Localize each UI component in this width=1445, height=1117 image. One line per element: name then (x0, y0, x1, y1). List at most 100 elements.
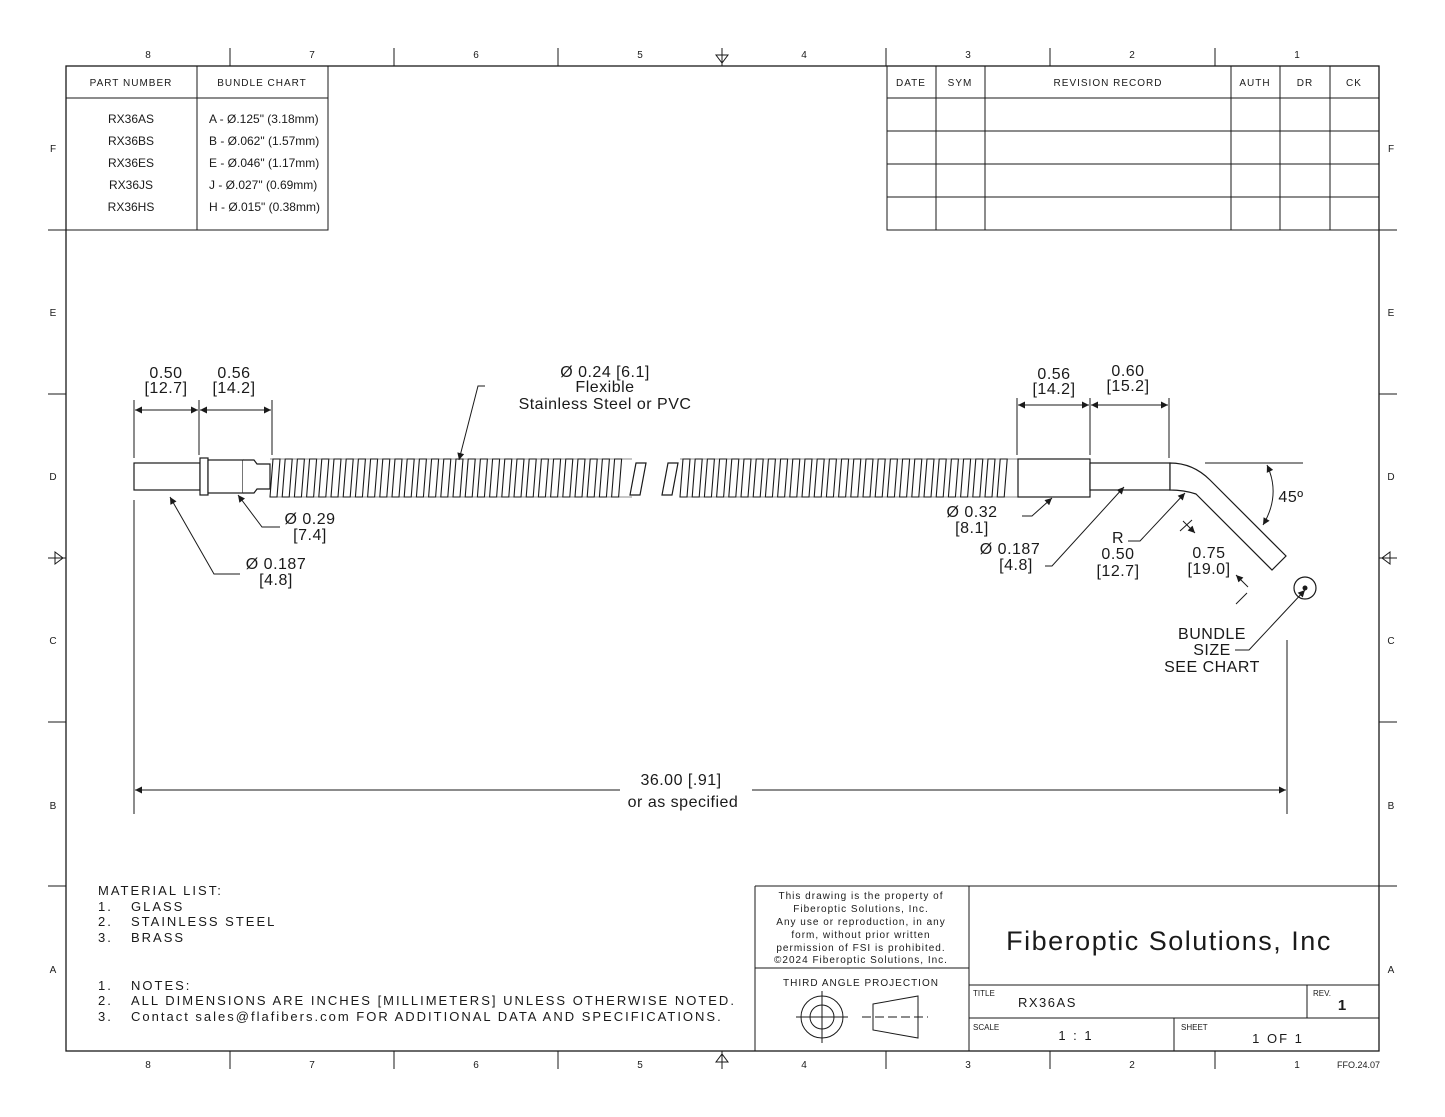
notes-list: 1. NOTES: 2. ALL DIMENSIONS ARE INCHES [… (98, 978, 736, 1024)
overall-length: 36.00 [.91] (640, 772, 721, 789)
zone-col-label: 2 (1129, 50, 1135, 61)
zone-row-label: F (1388, 144, 1394, 155)
left-ferrule-body (207, 459, 244, 494)
zone-row-label: A (1388, 965, 1395, 976)
material-list: MATERIAL LIST: 1. GLASS 2. STAINLESS STE… (98, 883, 276, 945)
tip-length-mm: [19.0] (1187, 561, 1230, 578)
tube-coil (703, 458, 715, 498)
bundle-note-2: SIZE (1193, 642, 1231, 659)
tube-coil (972, 458, 984, 498)
tube-coil (367, 458, 379, 498)
dim-0-56-mm: [14.2] (212, 380, 255, 397)
bundle-end-center (1302, 585, 1308, 591)
dim-0-56-in: 0.56 (217, 365, 250, 382)
material-item-text: STAINLESS STEEL (131, 914, 276, 929)
tube-coil (476, 458, 488, 498)
zone-row-label: C (1387, 636, 1394, 647)
zone-row-label: E (50, 308, 57, 319)
tube-coil (513, 458, 525, 498)
property-notice-line: ©2024 Fiberoptic Solutions, Inc. (774, 955, 948, 966)
tube-coil (598, 458, 610, 498)
property-notice-line: form, without prior written (791, 930, 930, 941)
material-item-text: BRASS (131, 930, 185, 945)
tube-coil (281, 458, 293, 498)
part-number-cell: RX36ES (108, 156, 154, 170)
tube-break-left (629, 462, 647, 496)
note-number: 1. (98, 978, 113, 993)
bundle-note-3: SEE CHART (1164, 659, 1260, 676)
material-item-number: 1. (98, 899, 113, 914)
tube-coil (752, 458, 764, 498)
tube-coil (342, 458, 354, 498)
dia-0-187-left-in: Ø 0.187 (246, 556, 306, 573)
tube-coil (813, 458, 825, 498)
revision-table: DATE SYM REVISION RECORD AUTH DR CK (886, 65, 1380, 231)
revision-header-date: DATE (896, 78, 926, 89)
tube-coil (550, 458, 562, 498)
material-item-number: 2. (98, 914, 113, 929)
form-code: FFO.24.07 (1337, 1060, 1380, 1070)
zone-col-label: 4 (801, 1060, 807, 1071)
scale-field-label: SCALE (973, 1023, 999, 1032)
tube-coil (537, 458, 549, 498)
bundle-chart-cell: E - Ø.046" (1.17mm) (209, 156, 319, 170)
zone-col-label: 3 (965, 1060, 971, 1071)
tube-coil (403, 458, 415, 498)
tube-coil (269, 458, 281, 498)
tube-coil (452, 458, 464, 498)
zone-row-label: D (49, 472, 56, 483)
zone-col-label: 1 (1294, 1060, 1300, 1071)
bent-probe-tip (1169, 462, 1287, 571)
zone-col-label: 2 (1129, 1060, 1135, 1071)
revision-number: 1 (1338, 997, 1346, 1014)
bundle-note-1: BUNDLE (1178, 626, 1246, 643)
tube-coil (960, 458, 972, 498)
tube-coil (886, 458, 898, 498)
tube-spec-flexible: Flexible (575, 379, 634, 396)
dia-0-29-in: Ø 0.29 (284, 511, 335, 528)
tube-coil (899, 458, 911, 498)
tube-coil (525, 458, 537, 498)
property-notice-line: Any use or reproduction, in any (776, 917, 945, 928)
tube-coil (562, 458, 574, 498)
zone-col-label: 6 (473, 50, 479, 61)
radius-mm: [12.7] (1096, 563, 1139, 580)
zone-row-label: A (50, 965, 57, 976)
drawing-border (48, 48, 1397, 1069)
bundle-chart-cell: A - Ø.125" (3.18mm) (209, 112, 319, 126)
zone-col-label: 5 (637, 50, 643, 61)
tube-coil (415, 458, 427, 498)
tube-coil (330, 458, 342, 498)
tube-coil (306, 458, 318, 498)
tube-coil (354, 458, 366, 498)
tube-coil (611, 458, 623, 498)
bundle-end-view (1293, 576, 1317, 600)
zone-col-label: 6 (473, 1060, 479, 1071)
tube-coil (501, 458, 513, 498)
zone-row-label: C (49, 636, 56, 647)
tube-coil (679, 458, 691, 498)
tube-coil (923, 458, 935, 498)
tube-coil (996, 458, 1008, 498)
revision-header-ck: CK (1346, 78, 1362, 89)
tube-coil (318, 458, 330, 498)
drawing-title: RX36AS (1018, 995, 1077, 1010)
part-number-cell: RX36HS (108, 200, 155, 214)
tube-coil (691, 458, 703, 498)
revision-header-sym: SYM (948, 78, 973, 89)
tube-coil (716, 458, 728, 498)
cable-assembly-drawing (133, 457, 1317, 600)
bundle-chart-cell: B - Ø.062" (1.57mm) (209, 134, 319, 148)
bundle-chart-cell: H - Ø.015" (0.38mm) (209, 200, 320, 214)
note-text: ALL DIMENSIONS ARE INCHES [MILLIMETERS] … (131, 993, 736, 1008)
tube-coil (874, 458, 886, 498)
tube-coil (464, 458, 476, 498)
dia-0-32-in: Ø 0.32 (946, 504, 997, 521)
bundle-chart-header: BUNDLE CHART (217, 78, 307, 89)
zone-row-label: D (1387, 472, 1394, 483)
zone-col-label: 4 (801, 50, 807, 61)
property-notice-line: Fiberoptic Solutions, Inc. (793, 904, 929, 915)
tube-coil (947, 458, 959, 498)
part-number-header: PART NUMBER (90, 78, 173, 89)
dim-0-50-in: 0.50 (149, 365, 182, 382)
